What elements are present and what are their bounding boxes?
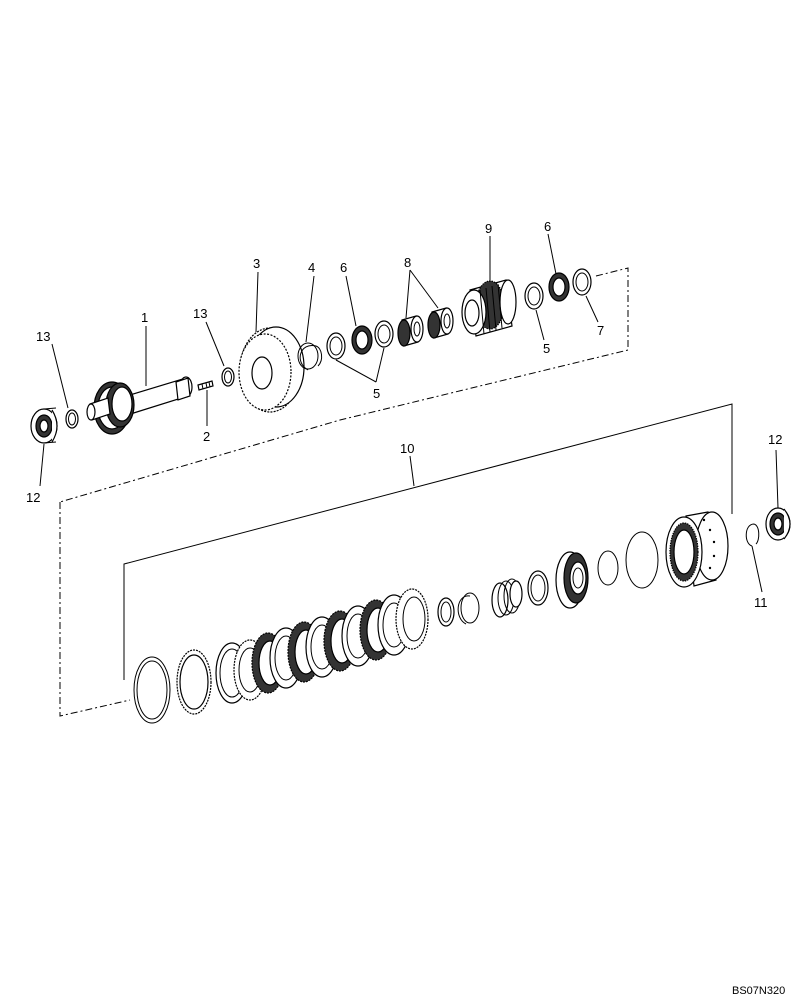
part-piston-snap-ring[interactable] [457,592,480,625]
part-snap-ring-4[interactable] [297,342,323,371]
part-large-gear[interactable] [238,326,305,413]
lower-clutch-assembly [59,403,791,724]
leader-lines [39,233,779,593]
assembly-10-bracket [123,403,733,680]
callout-12-right: 12 [768,432,782,447]
part-backing-plate[interactable] [176,649,212,715]
part-needle-bearing-1[interactable] [397,315,424,347]
callout-4: 4 [308,260,315,275]
callout-8: 8 [404,255,411,270]
callout-6-right: 6 [544,219,551,234]
part-seal-outer[interactable] [625,531,659,589]
callout-11: 11 [754,595,768,610]
callout-labels: 13 12 1 2 13 3 4 6 5 8 9 6 5 7 10 11 12 [26,219,782,610]
callout-5-right: 5 [543,341,550,356]
callout-6-left: 6 [340,260,347,275]
callout-13-left: 13 [36,329,50,344]
part-piston-ring-small[interactable] [437,597,455,627]
part-seal-inner[interactable] [597,550,619,586]
callout-9: 9 [485,221,492,236]
callout-1: 1 [141,310,148,325]
part-snap-ring-11[interactable] [745,523,760,547]
part-spring-retainer[interactable] [527,570,549,606]
part-pin[interactable] [197,380,214,391]
part-snap-ring-mid[interactable] [221,367,235,387]
part-needle-bearing-2[interactable] [427,307,454,339]
part-bearing-left[interactable] [30,407,58,444]
part-piston[interactable] [555,551,589,609]
callout-7: 7 [597,323,604,338]
part-washer-7[interactable] [572,268,592,296]
part-race-left[interactable] [351,325,373,355]
callout-3: 3 [253,256,260,271]
part-clutch-drum[interactable] [665,511,729,588]
part-snap-ring-left[interactable] [65,409,79,429]
drawing-code: BS07N320 [732,985,785,997]
part-clutch-disc-pack[interactable] [215,588,429,704]
part-input-shaft[interactable] [86,376,193,435]
callout-10: 10 [400,441,414,456]
part-thrust-washer-right[interactable] [524,282,544,310]
upper-boundary-line [59,267,629,503]
part-bearing-right[interactable] [765,507,791,541]
callout-13-mid: 13 [193,306,207,321]
part-thrust-washer-left[interactable] [326,332,346,360]
callout-2: 2 [203,429,210,444]
part-return-spring[interactable] [491,578,523,618]
lower-boundary-line [59,502,131,717]
part-race-right[interactable] [548,272,570,302]
part-thrust-washer-mid[interactable] [374,320,394,348]
callout-5-mid: 5 [373,386,380,401]
part-clutch-snap-ring[interactable] [133,656,171,724]
part-gear-hub[interactable] [461,279,517,337]
upper-shaft-assembly [30,267,629,503]
callout-12-left: 12 [26,490,40,505]
